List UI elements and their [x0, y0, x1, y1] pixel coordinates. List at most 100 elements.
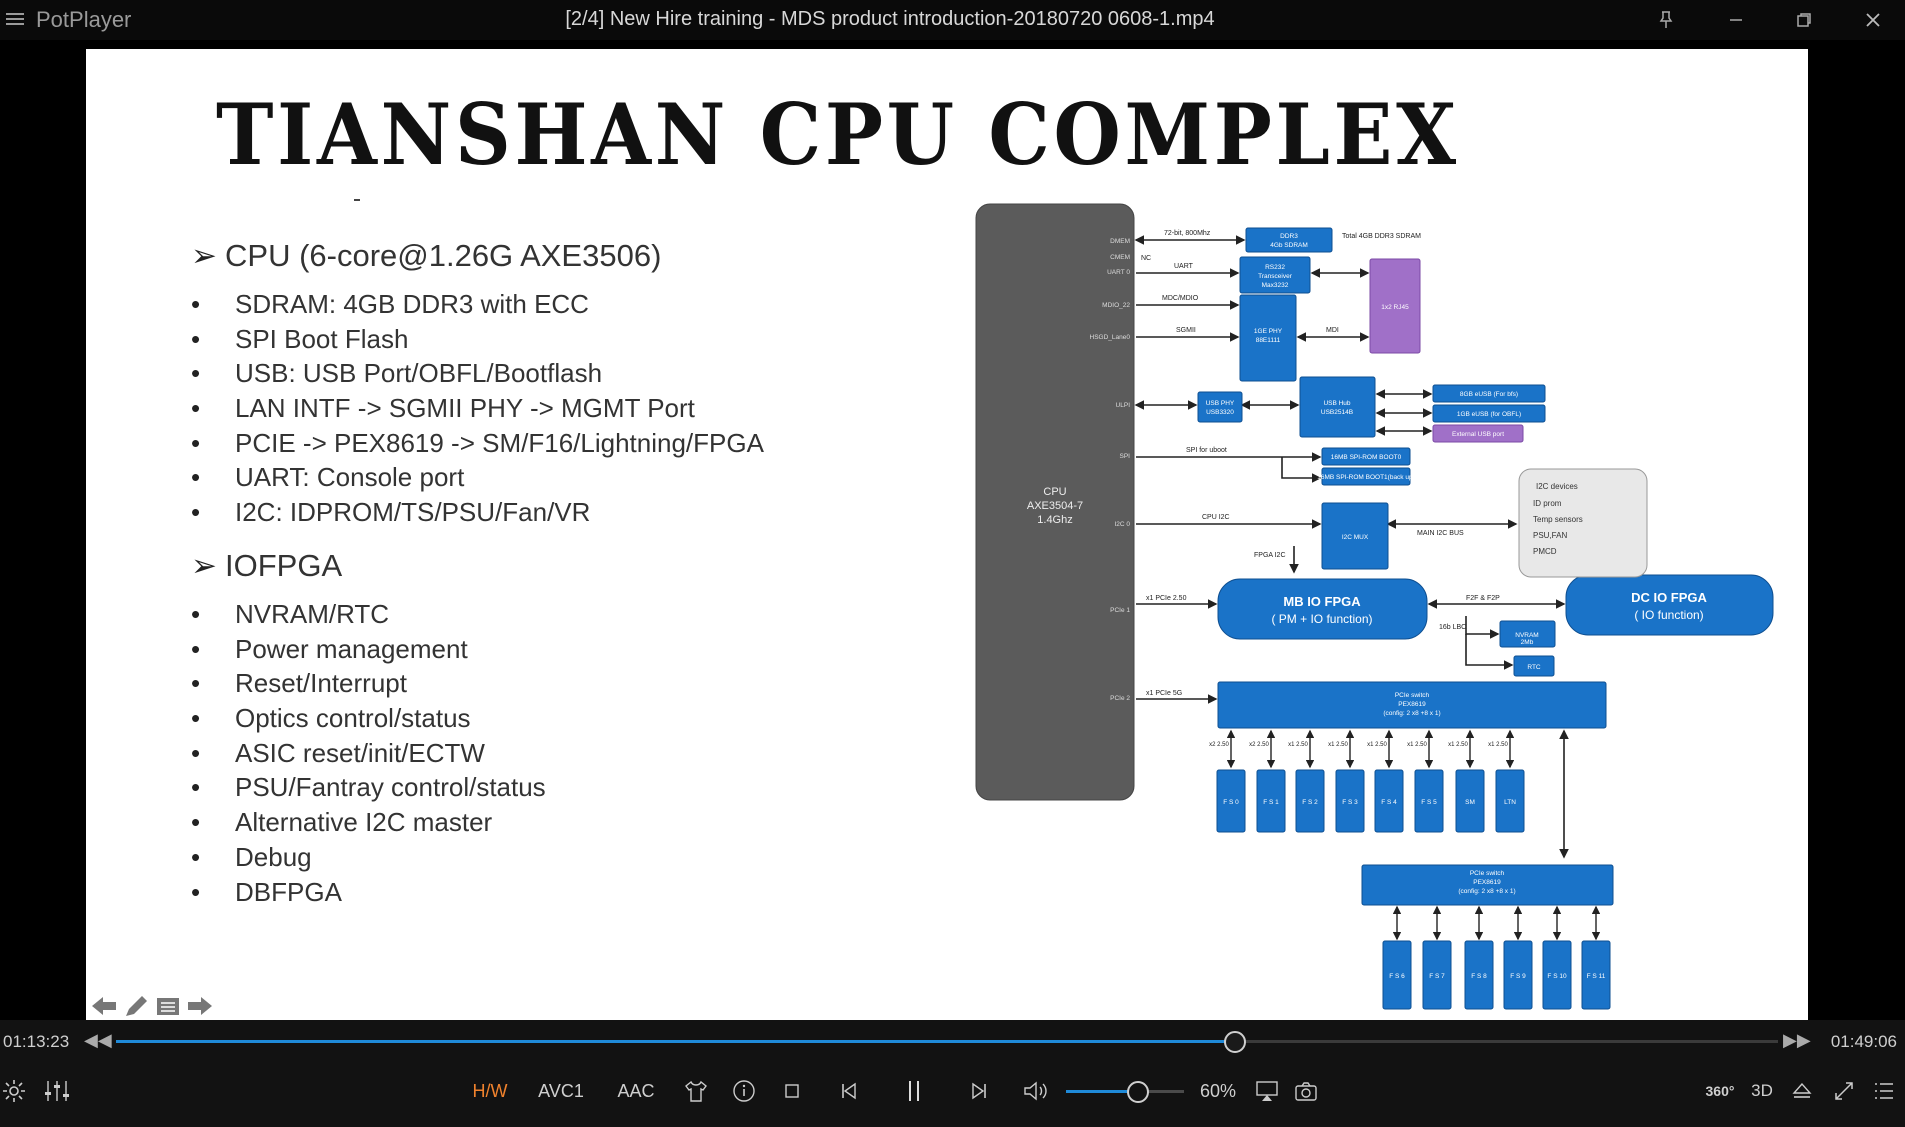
list-item: •USB: USB Port/OBFL/Bootflash	[191, 358, 603, 389]
list-item: •PSU/Fantray control/status	[191, 772, 546, 803]
phy-label: 1GE PHY	[1254, 328, 1283, 335]
port-label: LTN	[1504, 799, 1516, 806]
ddr3-label: 4Gb SDRAM	[1270, 242, 1308, 249]
window-title: [2/4] New Hire training - MDS product in…	[565, 8, 1215, 30]
list-item: •Alternative I2C master	[191, 807, 493, 838]
cpu-pin-label: CMEM	[1110, 254, 1130, 261]
seek-forward-icon[interactable]: ▶▶	[1783, 1030, 1811, 1050]
i2c-devices-label: Temp sensors	[1533, 515, 1583, 524]
rj45-label: 1x2 RJ45	[1381, 304, 1409, 311]
volume-icon[interactable]	[1020, 1076, 1054, 1106]
control-bar: H/W AVC1 AAC 60% 360° 3D	[0, 1062, 1905, 1127]
link-label: 16b LBC	[1439, 624, 1466, 631]
volume-level	[1066, 1090, 1137, 1093]
lane-label: x1 2.50	[1488, 742, 1508, 748]
seek-handle[interactable]	[1223, 1031, 1246, 1053]
lane-label: x2 2.50	[1249, 742, 1269, 748]
lane-label: x1 2.50	[1288, 742, 1308, 748]
mb-fpga-label: MB IO FPGA	[1283, 594, 1361, 609]
volume-handle[interactable]	[1126, 1081, 1149, 1103]
section-heading-iofpga: ➢IOFPGA	[191, 548, 343, 583]
stop-icon[interactable]	[778, 1076, 806, 1106]
port-label: F S 10	[1547, 973, 1567, 980]
video-area[interactable]: TIANSHAN CPU COMPLEX ➢CPU (6-core@1.26G …	[0, 40, 1905, 1020]
link-label: x1 PCIe 2.50	[1146, 595, 1187, 602]
list-item: •I2C: IDPROM/TS/PSU/Fan/VR	[191, 497, 591, 528]
slide-nav	[90, 994, 214, 1018]
cpu-pin-label: DMEM	[1110, 238, 1130, 245]
cpu-pin-label: I2C 0	[1114, 521, 1130, 528]
link-label: MAIN I2C BUS	[1417, 530, 1464, 537]
cpu-bullet-list: •SDRAM: 4GB DDR3 with ECC •SPI Boot Flas…	[191, 289, 764, 532]
port-label: F S 11	[1587, 973, 1606, 980]
port-label: F S 3	[1342, 799, 1358, 806]
pcie-switch-label: PEX8619	[1473, 879, 1501, 886]
link-label: x1 PCIe 5G	[1146, 690, 1182, 697]
3d-button[interactable]: 3D	[1751, 1081, 1773, 1100]
pause-icon[interactable]	[899, 1076, 929, 1106]
camera-icon[interactable]	[1292, 1076, 1320, 1106]
spi-box-label: 16MB SPI-ROM BOOT0	[1331, 454, 1402, 461]
arrow-right-icon[interactable]	[186, 994, 214, 1018]
spi-box-label: 16MB SPI-ROM BOOT1(back up)	[1317, 474, 1415, 481]
equalizer-icon[interactable]	[42, 1076, 72, 1106]
seek-progress	[116, 1040, 1234, 1043]
port-label: SM	[1465, 799, 1475, 806]
lane-label: x2 2.50	[1209, 742, 1229, 748]
rs232-label: RS232	[1265, 264, 1285, 271]
link-label: F2F & F2P	[1466, 595, 1500, 602]
ddr3-label: DDR3	[1280, 233, 1298, 240]
list-item: •Reset/Interrupt	[191, 668, 407, 699]
current-time: 01:13:23	[3, 1032, 70, 1051]
i2c-devices-label: ID prom	[1533, 499, 1562, 508]
seek-bar[interactable]	[116, 1031, 1778, 1053]
vr-360-button[interactable]: 360°	[1705, 1083, 1735, 1099]
menu-list-icon[interactable]	[154, 994, 182, 1018]
seek-back-icon[interactable]: ◀◀	[84, 1030, 112, 1050]
eject-icon[interactable]	[1788, 1076, 1816, 1106]
port-label: F S 6	[1389, 973, 1405, 980]
seek-row: 01:13:23 ◀◀ ▶▶ 01:49:06	[0, 1020, 1905, 1062]
info-icon[interactable]	[729, 1076, 759, 1106]
volume-slider[interactable]	[1066, 1081, 1184, 1103]
pcie-switch-label: (config: 2 x8 +8 x 1)	[1383, 710, 1440, 717]
port-label: F S 5	[1421, 799, 1437, 806]
cpu-label: AXE3504-7	[1027, 500, 1083, 512]
arrow-left-icon[interactable]	[90, 994, 118, 1018]
list-item: •UART: Console port	[191, 462, 465, 493]
total-time: 01:49:06	[1830, 1032, 1897, 1051]
shirt-icon[interactable]	[682, 1076, 710, 1106]
next-icon[interactable]	[964, 1076, 994, 1106]
fullscreen-icon[interactable]	[1830, 1076, 1858, 1106]
menu-icon[interactable]	[6, 10, 24, 28]
port-label: F S 7	[1429, 973, 1445, 980]
audio-codec-button[interactable]: AAC	[617, 1080, 655, 1101]
gear-icon[interactable]	[0, 1076, 28, 1106]
pen-icon[interactable]	[122, 994, 150, 1018]
video-codec-button[interactable]: AVC1	[538, 1080, 584, 1101]
i2c-devices-label: I2C devices	[1536, 482, 1578, 491]
previous-icon[interactable]	[834, 1076, 864, 1106]
ddr3-note: Total 4GB DDR3 SDRAM	[1342, 233, 1421, 240]
close-icon[interactable]	[1850, 0, 1896, 40]
list-item: •LAN INTF -> SGMII PHY -> MGMT Port	[191, 393, 695, 424]
port-label: F S 1	[1263, 799, 1279, 806]
screen-output-icon[interactable]	[1253, 1076, 1281, 1106]
playlist-icon[interactable]	[1870, 1076, 1898, 1106]
dc-fpga-label: ( IO function)	[1634, 608, 1703, 622]
lane-label: x1 2.50	[1407, 742, 1427, 748]
hw-decoder-button[interactable]: H/W	[472, 1080, 508, 1101]
list-item: •Debug	[191, 841, 312, 872]
link-label: UART	[1174, 263, 1194, 270]
pin-icon[interactable]	[1643, 0, 1689, 40]
phy-label: 88E1111	[1256, 337, 1281, 344]
usb-box-label: External USB port	[1452, 431, 1504, 438]
app-name: PotPlayer	[36, 7, 132, 32]
restore-icon[interactable]	[1781, 0, 1827, 40]
mb-fpga-label: ( PM + IO function)	[1271, 612, 1372, 626]
minimize-icon[interactable]	[1713, 0, 1759, 40]
title-bar: PotPlayer [2/4] New Hire training - MDS …	[0, 0, 1905, 40]
usb-box-label: 8GB eUSB (For bfs)	[1460, 391, 1518, 398]
link-label: 72-bit, 800Mhz	[1164, 230, 1211, 237]
link-label: MDI	[1326, 327, 1339, 334]
